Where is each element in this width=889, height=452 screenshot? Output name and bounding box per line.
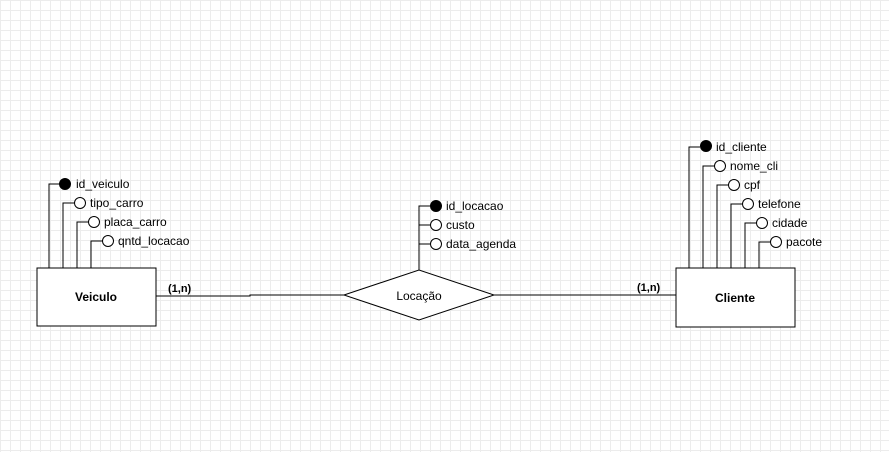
attributes-cliente: id_cliente nome_cli cpf telefone cidade …	[688, 140, 822, 268]
attribute-marker[interactable]	[430, 219, 442, 231]
attribute-label: tipo_carro	[90, 196, 144, 210]
relationship-diamond[interactable]	[342, 269, 496, 321]
attribute-marker[interactable]	[770, 236, 782, 248]
attribute-connector	[744, 222, 756, 268]
attribute-label: id_locacao	[446, 199, 504, 213]
attribute-marker[interactable]	[430, 238, 442, 250]
attribute-marker[interactable]	[74, 197, 86, 209]
relationship-name: Locação	[396, 289, 442, 303]
attribute-connector	[688, 146, 700, 268]
attribute-label: telefone	[758, 197, 801, 211]
primary-key-marker[interactable]	[700, 140, 712, 152]
primary-key-marker[interactable]	[59, 178, 71, 190]
entity-veiculo[interactable]: Veiculo	[36, 267, 157, 327]
attribute-marker[interactable]	[742, 198, 754, 210]
attribute-label: pacote	[786, 235, 822, 249]
attribute-connector	[90, 240, 102, 268]
attribute-connector	[730, 203, 742, 268]
attribute-label: nome_cli	[730, 159, 778, 173]
entity-name-veiculo: Veiculo	[75, 290, 117, 304]
attribute-label: placa_carro	[104, 215, 167, 229]
attribute-connector	[702, 165, 714, 268]
attribute-connector	[418, 205, 430, 270]
entity-box-cliente[interactable]	[675, 267, 796, 328]
attribute-marker[interactable]	[102, 235, 114, 247]
relationship-locacao[interactable]: Locação	[342, 269, 496, 321]
attribute-marker[interactable]	[756, 217, 768, 229]
attribute-label: cidade	[772, 216, 808, 230]
attributes-locacao: id_locacao custo data_agenda	[418, 199, 516, 270]
primary-key-marker[interactable]	[430, 200, 442, 212]
attribute-marker[interactable]	[88, 216, 100, 228]
attribute-label: custo	[446, 218, 475, 232]
attribute-marker[interactable]	[728, 179, 740, 191]
attribute-label: data_agenda	[446, 237, 516, 251]
entity-cliente[interactable]: Cliente	[675, 267, 796, 328]
attribute-label: cpf	[744, 178, 761, 192]
entity-name-cliente: Cliente	[715, 291, 755, 305]
attribute-marker[interactable]	[714, 160, 726, 172]
attribute-connector	[758, 241, 770, 268]
attributes-veiculo: id_veiculo tipo_carro placa_carro qntd_l…	[48, 177, 190, 268]
attribute-connector	[62, 202, 74, 268]
attribute-connector	[48, 183, 60, 268]
attribute-connector	[76, 221, 88, 268]
cardinality-veiculo: (1,n)	[168, 283, 192, 295]
entity-box-veiculo[interactable]	[36, 267, 157, 327]
attribute-connector	[716, 184, 728, 268]
veiculo-relationship-line	[156, 294, 344, 297]
attribute-label: qntd_locacao	[118, 234, 190, 248]
attribute-label: id_cliente	[716, 140, 767, 154]
attribute-label: id_veiculo	[76, 177, 130, 191]
cardinality-cliente: (1,n)	[637, 282, 661, 294]
